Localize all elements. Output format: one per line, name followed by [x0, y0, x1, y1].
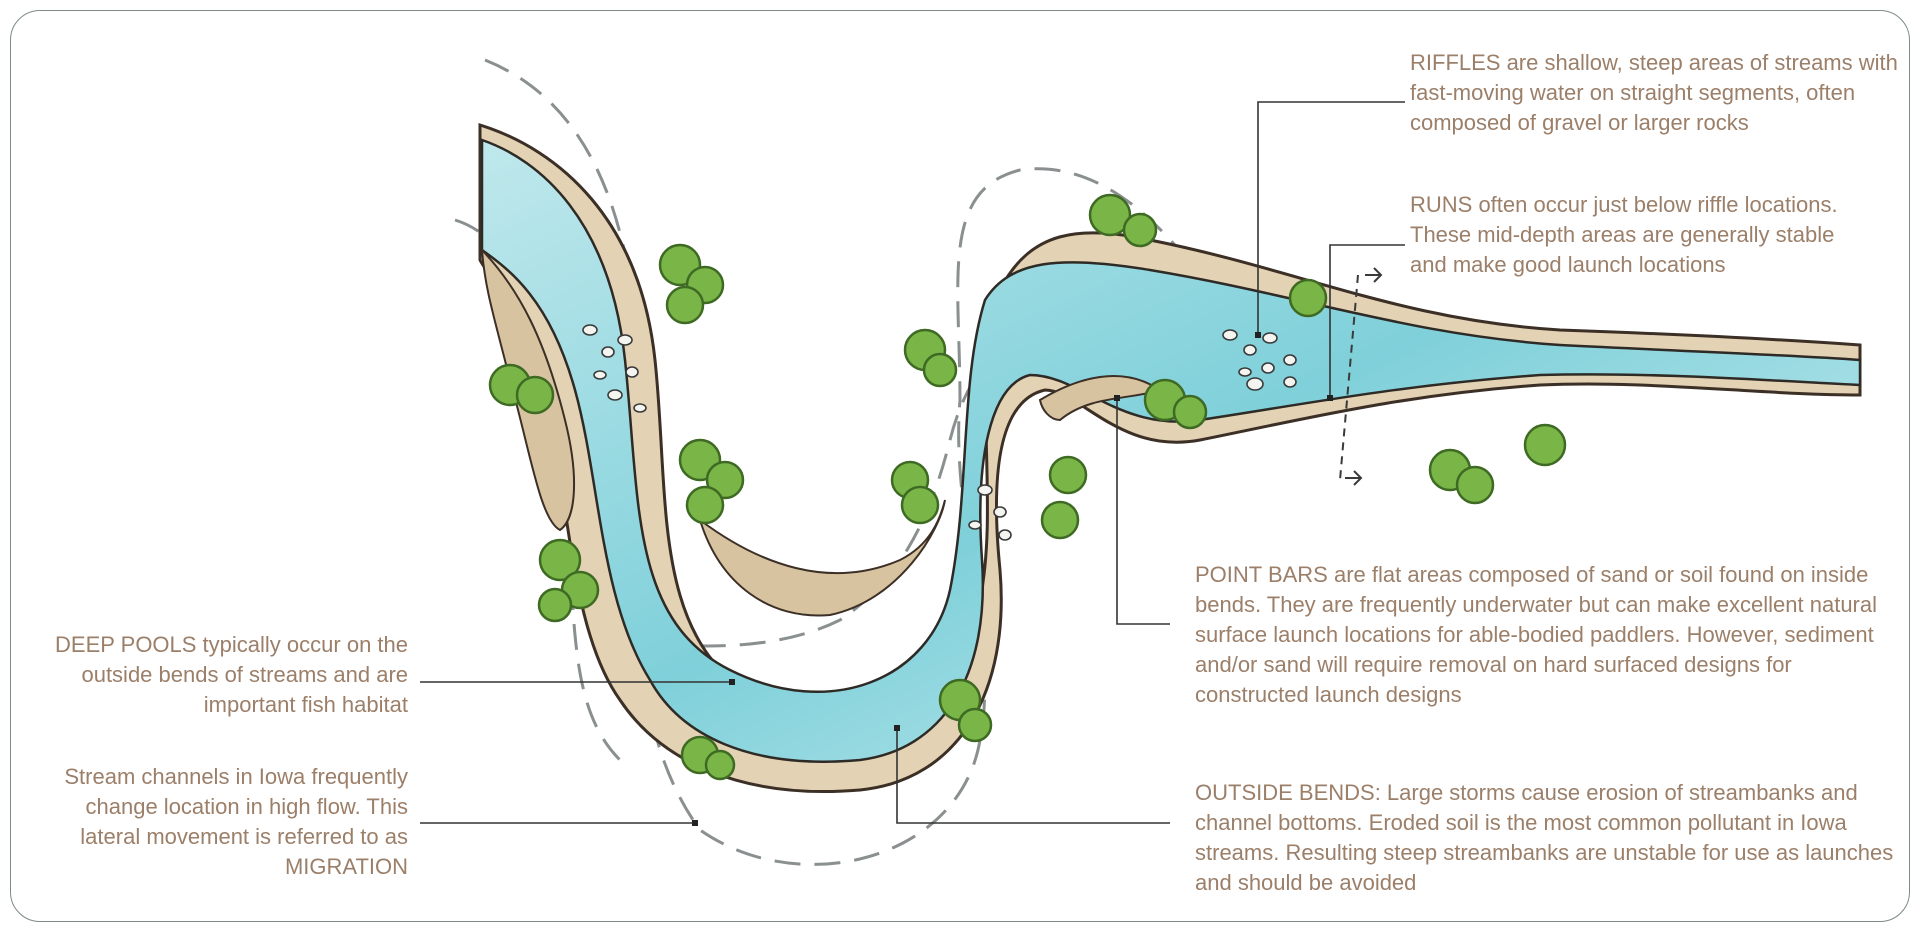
- rock-icon: [1239, 368, 1251, 376]
- rock-icon: [602, 347, 614, 357]
- rock-icon: [1262, 363, 1274, 373]
- rock-icon: [1247, 378, 1263, 390]
- tree-icon: [1430, 450, 1493, 503]
- rock-icon: [969, 521, 981, 529]
- rock-icon: [978, 485, 992, 495]
- tree-icon: [1290, 280, 1326, 316]
- tree-icon: [892, 462, 938, 523]
- rock-icon: [634, 404, 646, 412]
- arrow-right-icon: [1345, 471, 1361, 485]
- deep-pools-label: DEEP POOLS typically occur on the outsid…: [30, 630, 408, 720]
- rock-icon: [618, 335, 632, 345]
- rock-icon: [1263, 333, 1277, 343]
- rock-icon: [1284, 355, 1296, 365]
- arrow-right-icon: [1365, 268, 1381, 282]
- runs-label: RUNS often occur just below riffle locat…: [1410, 190, 1860, 280]
- tree-icon: [660, 245, 723, 323]
- rock-icon: [583, 325, 597, 335]
- tree-icon: [905, 330, 956, 386]
- rock-icon: [1284, 377, 1296, 387]
- rock-icon: [999, 530, 1011, 540]
- tree-icon: [1525, 425, 1565, 465]
- rock-icon: [594, 371, 606, 379]
- rock-icon: [1244, 345, 1256, 355]
- migration-label: Stream channels in Iowa frequently chang…: [30, 762, 408, 882]
- tree-icon: [1042, 457, 1086, 538]
- rock-icon: [608, 390, 622, 400]
- rock-icon: [1223, 330, 1237, 340]
- outside-bends-label: OUTSIDE BENDS: Large storms cause erosio…: [1195, 778, 1895, 898]
- riffles-label: RIFFLES are shallow, steep areas of stre…: [1410, 48, 1910, 138]
- tree-icon: [680, 440, 743, 523]
- rock-icon: [994, 507, 1006, 517]
- point-bars-label: POINT BARS are flat areas composed of sa…: [1195, 560, 1895, 710]
- rock-icon: [626, 367, 638, 377]
